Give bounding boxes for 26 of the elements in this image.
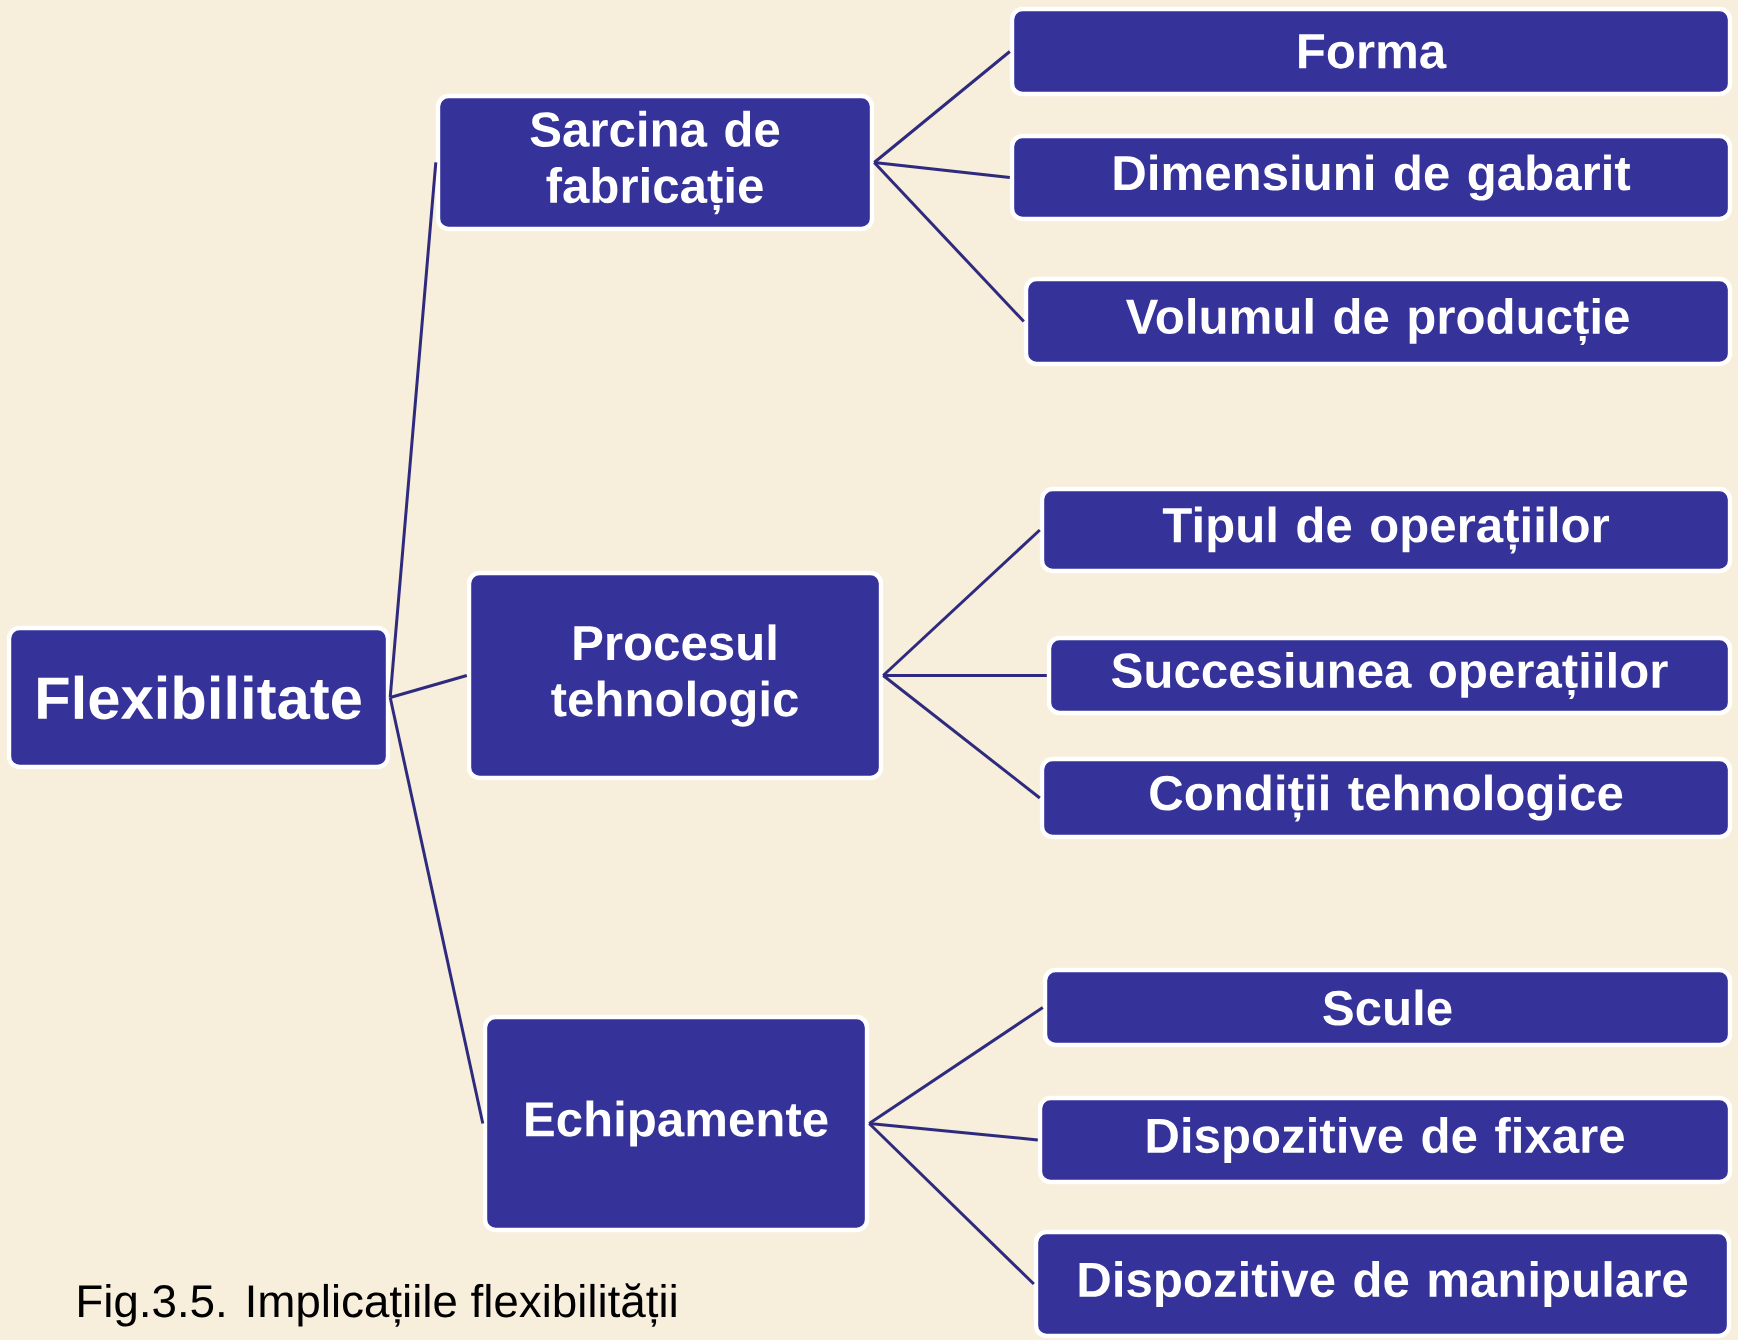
connector-line: [874, 161, 1010, 179]
connector-line: [869, 1122, 1038, 1142]
connector-line: [868, 1122, 1035, 1286]
item-box: Dispozitive de fixare: [1037, 1095, 1733, 1185]
connector-line: [388, 162, 438, 698]
root-box: Flexibilitate: [6, 625, 391, 770]
connector-line: [873, 50, 1011, 164]
item-box: Dispozitive de manipulare: [1033, 1229, 1732, 1339]
item-box: Succesiunea operațiilor: [1046, 635, 1733, 716]
category-box: Echipamente: [482, 1014, 870, 1233]
connector-line: [388, 697, 485, 1124]
connector-line: [868, 1006, 1044, 1125]
connector-line: [882, 674, 1041, 800]
figure-caption: Fig.3.5. Implicațiile flexibilității: [79, 1283, 676, 1327]
item-box: Dimensiuni de gabarit: [1009, 133, 1733, 222]
connector-line: [883, 674, 1047, 677]
connector-line: [873, 161, 1025, 323]
item-box: Tipul de operațiilor: [1039, 486, 1733, 574]
connector-line: [882, 528, 1041, 677]
item-box: Forma: [1009, 6, 1733, 97]
category-box: Sarcina de fabricație: [435, 93, 875, 232]
item-box: Condiții tehnologice: [1039, 756, 1733, 840]
item-box: Scule: [1042, 967, 1733, 1048]
category-box: Procesul tehnologic: [466, 570, 884, 781]
item-box: Volumul de producție: [1023, 276, 1733, 367]
connector-line: [389, 674, 468, 699]
